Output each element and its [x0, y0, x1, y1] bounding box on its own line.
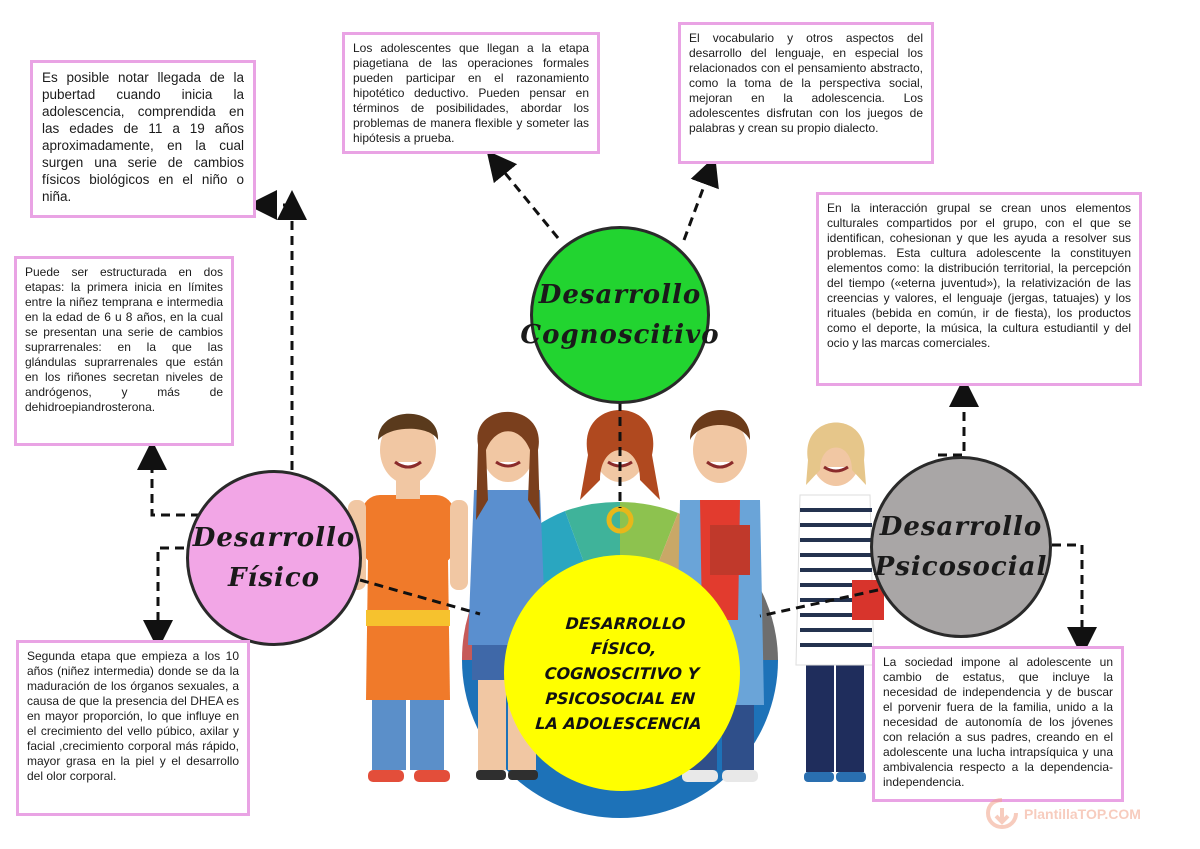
node-desarrollo-psicosocial: Desarrollo Psicosocial	[870, 456, 1052, 638]
arrow-cognoscitivo-piaget	[486, 150, 560, 239]
watermark-logo-icon	[985, 798, 1018, 830]
center-title-circle: DESARROLLO FÍSICO, COGNOSCITIVO Y PSICOS…	[504, 555, 740, 791]
node-desarrollo-fisico: Desarrollo Físico	[186, 470, 362, 646]
watermark-text: PlantillaTOP.COM	[1024, 806, 1141, 822]
arrow-fisico-segunda	[143, 546, 184, 650]
arrow-psicosocial-sociedad	[1052, 543, 1097, 657]
center-title: DESARROLLO FÍSICO, COGNOSCITIVO Y PSICOS…	[534, 613, 703, 733]
arrow-cognoscitivo-vocabulario	[682, 155, 719, 241]
node-fisico-line1: Desarrollo	[192, 523, 356, 553]
box-sociedad: La sociedad impone al adolescente un cam…	[872, 646, 1124, 802]
box-pubertad: Es posible notar llegada de la pubertad …	[30, 60, 256, 218]
node-fisico-line2: Físico	[227, 563, 321, 593]
box-vocabulario: El vocabulario y otros aspectos del desa…	[678, 22, 934, 164]
arrow-psicosocial-grupal	[938, 377, 979, 457]
line-psicosocial-center	[759, 588, 879, 618]
node-desarrollo-cognoscitivo: Desarrollo Cognoscitivo	[520, 226, 719, 404]
line-fisico-center	[359, 578, 481, 616]
box-etapas: Puede ser estructurada en dos etapas: la…	[14, 256, 234, 446]
box-grupal: En la interacción grupal se crean unos e…	[816, 192, 1142, 386]
node-psicosocial-line1: Desarrollo	[879, 512, 1043, 542]
arrow-fisico-etapas	[137, 440, 200, 517]
box-segunda-etapa: Segunda etapa que empieza a los 10 años …	[16, 640, 250, 816]
person-girl-blonde	[795, 422, 884, 782]
box-piaget: Los adolescentes que llegan a la etapa p…	[342, 32, 600, 154]
watermark: PlantillaTOP.COM	[984, 796, 1141, 832]
node-psicosocial-line2: Psicosocial	[874, 552, 1048, 582]
node-cognoscitivo-line2: Cognoscitivo	[520, 320, 720, 350]
node-cognoscitivo-line1: Desarrollo	[538, 280, 702, 310]
